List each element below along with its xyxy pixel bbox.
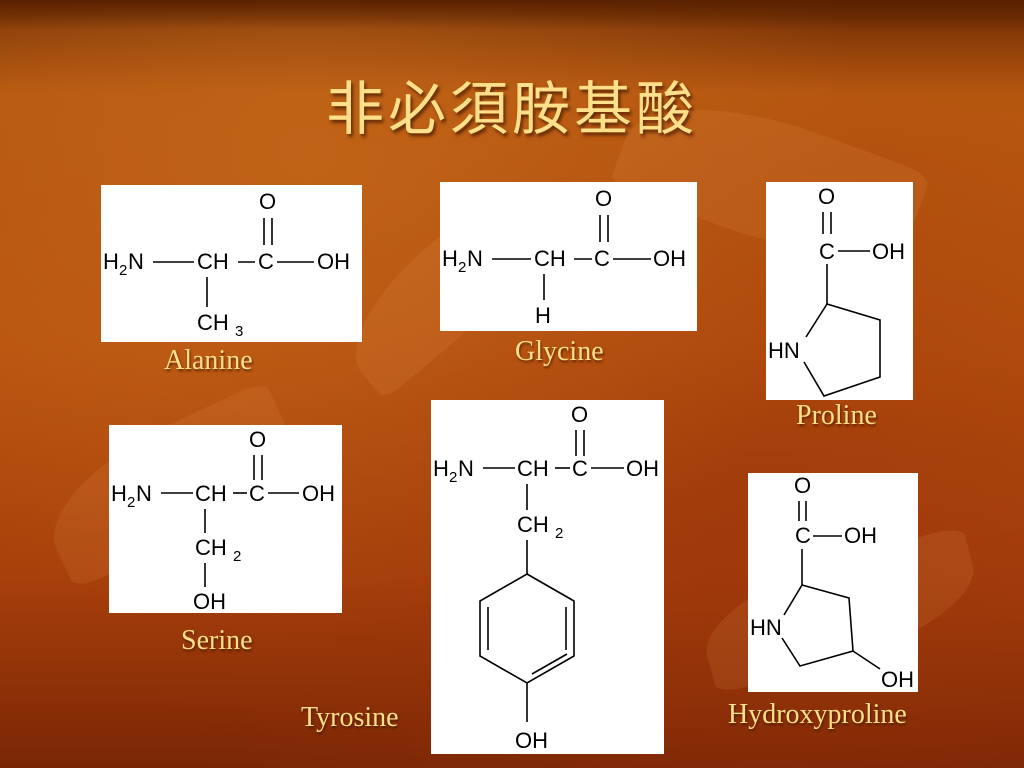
carboxyl-carbon: C xyxy=(258,249,274,274)
serine-label: Serine xyxy=(181,625,253,656)
carboxyl-carbon: C xyxy=(795,523,811,548)
oxygen-atom: O xyxy=(249,427,266,452)
hydroxyl-group: OH xyxy=(317,249,350,274)
amine-h: H xyxy=(103,249,119,274)
oxygen-atom: O xyxy=(818,184,835,209)
hydroxyproline-structure: O C OH HN OH xyxy=(748,473,918,692)
side-chain-subscript: 2 xyxy=(233,548,241,565)
amine-subscript: 2 xyxy=(458,259,466,276)
alanine-label: Alanine xyxy=(164,345,253,376)
alpha-carbon: CH xyxy=(195,481,227,506)
top-shadow-bar xyxy=(0,0,1024,30)
side-chain-subscript: 2 xyxy=(555,525,563,542)
side-chain-hydroxyl: OH xyxy=(193,589,226,613)
oxygen-atom: O xyxy=(595,186,612,211)
phenol-hydroxyl: OH xyxy=(515,728,548,753)
ring-hydroxyl: OH xyxy=(881,667,914,692)
hydroxyl-group: OH xyxy=(653,246,686,271)
hydroxyl-group: OH xyxy=(626,456,659,481)
amine-subscript: 2 xyxy=(119,262,127,279)
amine-n: N xyxy=(136,481,152,506)
glycine-structure: O H 2 N CH C OH H xyxy=(440,182,697,331)
alpha-carbon: CH xyxy=(197,249,229,274)
hydroxyl-group: OH xyxy=(872,239,905,264)
glycine-label: Glycine xyxy=(515,336,604,367)
amine-subscript: 2 xyxy=(449,469,457,486)
alanine-structure: O H 2 N CH C OH CH 3 xyxy=(101,185,362,342)
tyrosine-structure: O H 2 N CH C OH CH 2 OH xyxy=(431,400,664,754)
side-chain: CH xyxy=(197,310,229,335)
side-chain: CH xyxy=(195,535,227,560)
proline-label: Proline xyxy=(796,400,877,431)
amine-n: N xyxy=(128,249,144,274)
tyrosine-label: Tyrosine xyxy=(301,702,399,733)
carboxyl-carbon: C xyxy=(572,456,588,481)
carboxyl-carbon: C xyxy=(249,481,265,506)
alpha-carbon: CH xyxy=(534,246,566,271)
side-chain: CH xyxy=(517,512,549,537)
oxygen-atom: O xyxy=(794,473,811,498)
slide-title: 非必須胺基酸 xyxy=(325,75,698,143)
amine-h: H xyxy=(433,456,449,481)
amine-h: H xyxy=(111,481,127,506)
carboxyl-carbon: C xyxy=(819,239,835,264)
amine-n: N xyxy=(458,456,474,481)
oxygen-atom: O xyxy=(259,189,276,214)
side-chain-subscript: 3 xyxy=(235,323,243,340)
amine-subscript: 2 xyxy=(127,494,135,511)
ring-nitrogen: HN xyxy=(750,615,782,640)
ring-nitrogen: HN xyxy=(768,338,800,363)
alpha-carbon: CH xyxy=(517,456,549,481)
side-chain: H xyxy=(535,303,551,328)
hydroxyl-group: OH xyxy=(844,523,877,548)
proline-structure: O C OH HN xyxy=(766,182,913,400)
oxygen-atom: O xyxy=(571,402,588,427)
carboxyl-carbon: C xyxy=(594,246,610,271)
amine-h: H xyxy=(442,246,458,271)
serine-structure: O H 2 N CH C OH CH 2 OH xyxy=(109,425,342,613)
hydroxyl-group: OH xyxy=(302,481,335,506)
hydroxyproline-label: Hydroxyproline xyxy=(728,699,907,730)
amine-n: N xyxy=(467,246,483,271)
